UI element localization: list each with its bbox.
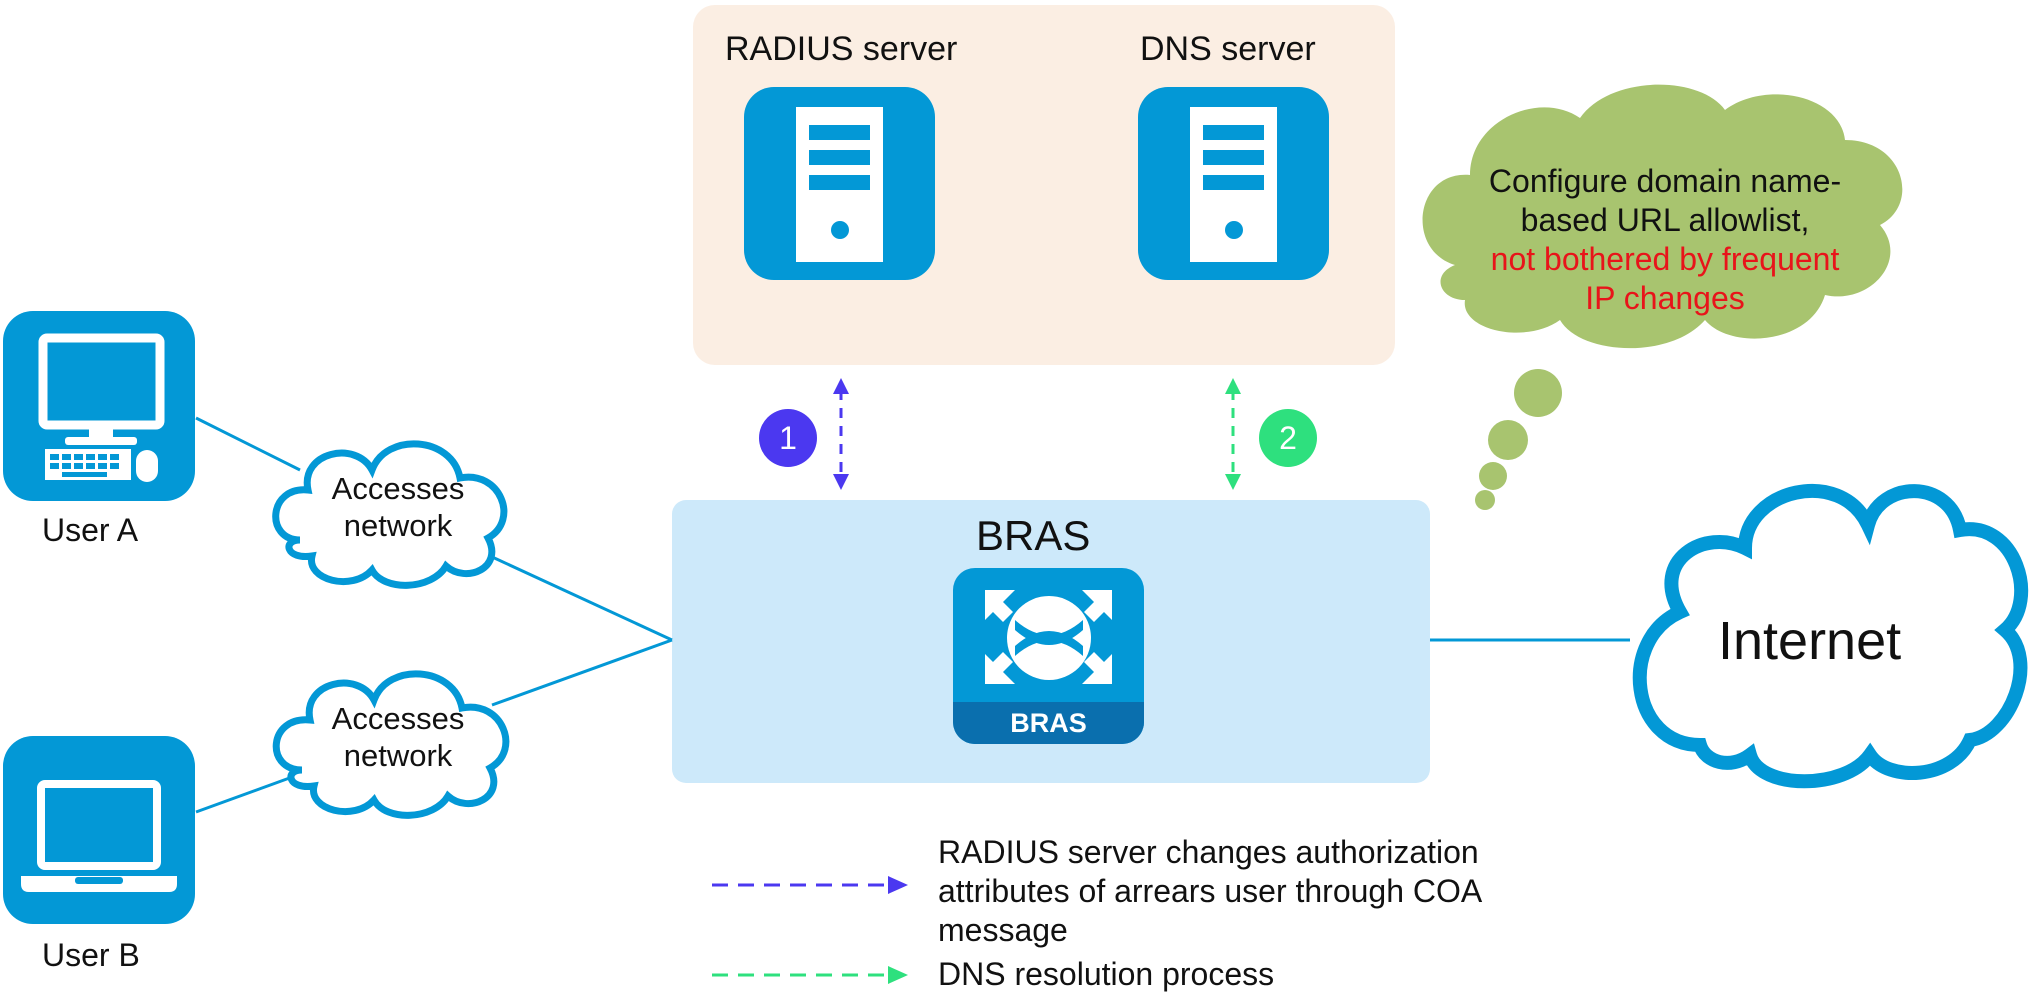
link-cloud-top-bras <box>489 554 673 642</box>
radius-arrowhead-up <box>833 378 849 394</box>
legend-radius-text: RADIUS server changes authorization attr… <box>938 833 1482 950</box>
user-a-label: User A <box>42 512 139 548</box>
step-badge-1: 1 <box>759 409 817 467</box>
thought-line-1: Configure domain name- <box>1488 163 1842 199</box>
thought-line-3: not bothered by frequent <box>1490 241 1840 277</box>
bras-router-icon: BRAS <box>953 568 1144 744</box>
radius-arrowhead-down <box>833 474 849 490</box>
dns-server-label: DNS server <box>1140 30 1316 68</box>
thought-line-4: IP changes <box>1585 280 1745 316</box>
access-network-top-line2: network <box>343 508 453 543</box>
access-network-bottom-line2: network <box>343 738 453 773</box>
legend-dns-text: DNS resolution process <box>938 956 1275 992</box>
thought-cloud <box>1422 84 1903 510</box>
step-badge-2: 2 <box>1259 409 1317 467</box>
thought-bubble-text: Configure domain name- based URL allowli… <box>1420 162 1910 318</box>
dns-arrowhead-up <box>1225 378 1241 394</box>
link-cloud-bottom-bras <box>491 638 673 707</box>
radius-server-label: RADIUS server <box>725 30 958 68</box>
legend-radius-arrow <box>712 876 908 894</box>
access-network-bottom-line1: Accesses <box>331 701 465 736</box>
legend-radius-line-2: attributes of arrears user through COA <box>938 873 1483 909</box>
user-b-laptop-icon <box>3 736 195 924</box>
link-user-b-cloud <box>195 774 296 814</box>
dns-server-icon <box>1138 87 1329 280</box>
access-network-top-label: Accesses network <box>300 470 496 544</box>
access-network-bottom-label: Accesses network <box>300 700 496 774</box>
legend-radius-line-3: message <box>938 912 1068 948</box>
access-cloud-top <box>272 440 508 589</box>
legend-dns-arrow <box>712 966 908 984</box>
internet-label: Internet <box>1718 611 1902 671</box>
bras-title: BRAS <box>976 512 1091 559</box>
internet-cloud <box>1632 483 2029 789</box>
radius-server-icon <box>744 87 935 280</box>
dns-arrowhead-down <box>1225 474 1241 490</box>
user-a-desktop-icon <box>3 311 195 501</box>
user-b-label: User B <box>42 937 140 973</box>
legend-radius-line-1: RADIUS server changes authorization <box>938 834 1479 870</box>
thought-line-2: based URL allowlist, <box>1520 202 1810 238</box>
access-cloud-bottom <box>272 670 510 819</box>
link-user-a-cloud <box>195 416 301 472</box>
bras-icon-caption: BRAS <box>1010 708 1087 738</box>
access-network-top-line1: Accesses <box>331 471 465 506</box>
